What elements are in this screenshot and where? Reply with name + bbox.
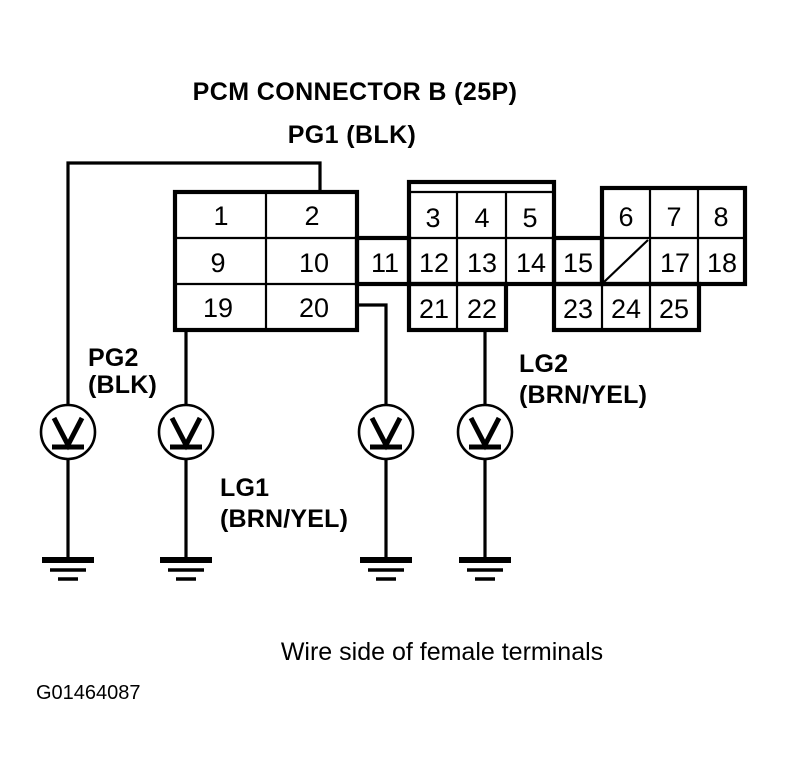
lg1-label-color: (BRN/YEL) (220, 505, 348, 533)
pin-cell-25: 25 (659, 294, 689, 324)
pin-cell-19: 19 (203, 293, 233, 323)
pin-cell-5: 5 (522, 203, 537, 233)
pin-cell-2: 2 (304, 201, 319, 231)
connector-grid (172, 179, 748, 333)
pin-number-layer: 1 2 3 4 5 6 7 8 9 10 11 12 13 14 15 17 1… (203, 201, 737, 324)
probe-ground-symbol-4 (456, 403, 514, 581)
pin-cell-23: 23 (563, 294, 593, 324)
probe-circle-2 (157, 403, 215, 461)
pin-cell-24: 24 (611, 294, 641, 324)
pin-cell-11: 11 (371, 248, 399, 278)
pin-cell-13: 13 (467, 248, 497, 278)
probe-ground-symbol-2 (157, 403, 215, 581)
probe-circle-3 (357, 403, 415, 461)
pg2-label-color: (BLK) (88, 371, 157, 399)
pin-cell-17: 17 (660, 248, 690, 278)
pin-cell-4: 4 (474, 203, 489, 233)
pin-cell-15: 15 (563, 248, 593, 278)
pin-cell-1: 1 (213, 201, 228, 231)
pin-cell-6: 6 (618, 202, 633, 232)
pin-cell-10: 10 (299, 248, 329, 278)
pin-cell-20: 20 (299, 293, 329, 323)
blocked-pin-16-slash (603, 239, 649, 283)
pin-cell-7: 7 (666, 202, 681, 232)
pin-cell-3: 3 (425, 203, 440, 233)
probe-ground-symbol-3 (357, 403, 415, 581)
pg2-label-name: PG2 (88, 344, 139, 372)
pin-cell-18: 18 (707, 248, 737, 278)
figure-id: G01464087 (36, 682, 141, 704)
pin-cell-22: 22 (467, 294, 497, 324)
pin-cell-8: 8 (713, 202, 728, 232)
pin-cell-12: 12 (419, 248, 449, 278)
diagram-caption: Wire side of female terminals (281, 638, 603, 666)
lg2-label-name: LG2 (519, 350, 568, 378)
probe-ground-symbol-1 (39, 403, 97, 581)
wire-lg1 (357, 303, 388, 405)
diagram-title: PCM CONNECTOR B (25P) (193, 78, 518, 106)
probe-circle-1 (39, 403, 97, 461)
right-block-bottom-outline (551, 281, 702, 333)
probe-circle-4 (456, 403, 514, 461)
pin-cell-21: 21 (419, 294, 449, 324)
lg1-label-name: LG1 (220, 474, 269, 502)
pin-cell-14: 14 (516, 248, 546, 278)
pg1-label: PG1 (BLK) (288, 121, 417, 149)
wire-pg1 (66, 161, 322, 405)
lg2-label-color: (BRN/YEL) (519, 381, 647, 409)
pin-cell-9: 9 (210, 248, 225, 278)
